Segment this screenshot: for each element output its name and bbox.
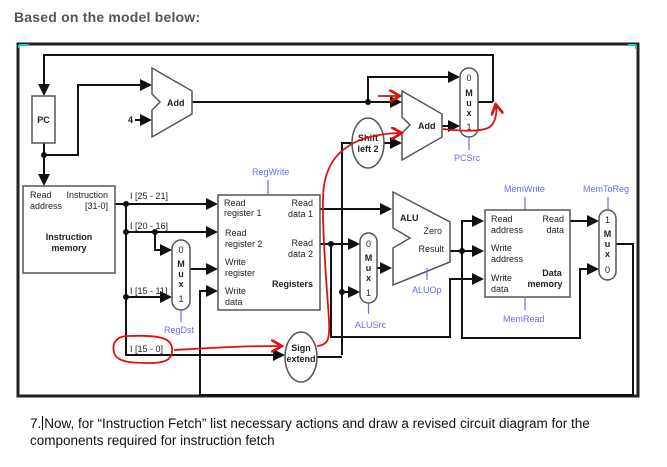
svg-text:Write: Write bbox=[225, 257, 246, 267]
svg-text:data: data bbox=[225, 297, 243, 307]
field-rs: I [25 - 21] bbox=[130, 191, 168, 201]
svg-text:u: u bbox=[466, 98, 472, 108]
svg-text:data: data bbox=[546, 225, 564, 235]
memtoreg-label: MemToReg bbox=[583, 184, 629, 194]
alusrc-mux: 0 M u x 1 ALUSrc bbox=[355, 232, 387, 330]
frame-handle bbox=[628, 44, 637, 49]
data-memory: MemWrite Read address Write address Writ… bbox=[484, 184, 571, 324]
memwrite-label: MemWrite bbox=[504, 184, 545, 194]
branch-adder: Add bbox=[401, 89, 443, 162]
highlight-circle bbox=[112, 334, 173, 364]
svg-text:data 1: data 1 bbox=[288, 209, 313, 219]
svg-text:Sign: Sign bbox=[291, 343, 311, 353]
svg-text:extend: extend bbox=[286, 354, 315, 364]
regwrite-label: RegWrite bbox=[252, 167, 289, 177]
svg-text:1: 1 bbox=[178, 294, 183, 304]
svg-text:register 2: register 2 bbox=[225, 239, 263, 249]
pc-register: PC bbox=[31, 95, 56, 144]
frame-handle bbox=[18, 44, 29, 48]
svg-text:1: 1 bbox=[466, 122, 471, 132]
svg-text:address: address bbox=[30, 201, 63, 211]
svg-text:Instruction: Instruction bbox=[46, 232, 93, 242]
pc-label: PC bbox=[37, 115, 50, 125]
svg-text:memory: memory bbox=[527, 279, 562, 289]
instruction-memory: Read address Instruction [31-0] Instruct… bbox=[22, 185, 116, 274]
svg-text:M: M bbox=[177, 259, 185, 269]
shift-left-2: Shift left 2 bbox=[351, 117, 385, 169]
svg-text:address: address bbox=[491, 225, 524, 235]
memread-label: MemRead bbox=[503, 314, 545, 324]
wires bbox=[38, 54, 634, 396]
red-annotations bbox=[112, 96, 496, 364]
svg-text:u: u bbox=[366, 263, 372, 273]
question-body: Now, for “Instruction Fetch” list necess… bbox=[30, 416, 590, 448]
svg-text:0: 0 bbox=[366, 239, 371, 249]
memtoreg-mux: MemToReg 1 M u x 0 bbox=[583, 184, 629, 281]
sign-extend: Sign extend bbox=[284, 331, 318, 383]
question-number: 7. bbox=[30, 416, 42, 431]
svg-text:Registers: Registers bbox=[272, 279, 313, 289]
svg-text:M: M bbox=[604, 229, 612, 239]
regdst-label: RegDst bbox=[164, 325, 195, 335]
constant-four: 4 bbox=[128, 115, 133, 125]
svg-text:M: M bbox=[465, 88, 473, 98]
svg-text:Read: Read bbox=[291, 238, 313, 248]
svg-text:register 1: register 1 bbox=[224, 208, 262, 218]
field-rt: I [20 - 16] bbox=[130, 221, 168, 231]
svg-text:Data: Data bbox=[542, 268, 563, 278]
pc-adder: Add bbox=[151, 66, 193, 139]
svg-text:1: 1 bbox=[366, 288, 371, 298]
svg-text:x: x bbox=[366, 273, 371, 283]
svg-text:1: 1 bbox=[605, 215, 610, 225]
svg-text:data: data bbox=[491, 284, 509, 294]
heading: Based on the model below: bbox=[14, 9, 201, 25]
svg-text:Read: Read bbox=[291, 198, 313, 208]
svg-text:u: u bbox=[178, 269, 184, 279]
red-arrow-to-adder bbox=[316, 133, 400, 347]
svg-text:x: x bbox=[605, 249, 610, 259]
svg-text:register: register bbox=[225, 268, 255, 278]
svg-text:Read: Read bbox=[30, 190, 52, 200]
pcsrc-mux: 0 M u x 1 PCSrc bbox=[454, 67, 481, 163]
svg-text:Result: Result bbox=[418, 244, 444, 254]
field-rd: I [15 - 11] bbox=[130, 286, 167, 296]
svg-text:x: x bbox=[178, 279, 183, 289]
pcsrc-label: PCSrc bbox=[454, 153, 481, 163]
aluop-label: ALUOp bbox=[412, 285, 442, 295]
svg-text:Write: Write bbox=[491, 243, 512, 253]
add-label: Add bbox=[167, 98, 185, 108]
svg-text:[31-0]: [31-0] bbox=[85, 201, 108, 211]
register-file: RegWrite Read register 1 Read register 2… bbox=[217, 167, 321, 311]
alusrc-label: ALUSrc bbox=[355, 320, 387, 330]
regdst-mux: 0 M u x 1 RegDst bbox=[164, 239, 195, 335]
shift-label: left 2 bbox=[357, 144, 378, 154]
svg-text:0: 0 bbox=[605, 265, 610, 275]
svg-text:x: x bbox=[466, 108, 471, 118]
svg-text:Write: Write bbox=[225, 286, 246, 296]
svg-text:Read: Read bbox=[225, 228, 247, 238]
text-cursor bbox=[42, 416, 44, 430]
add-label: Add bbox=[418, 121, 436, 131]
svg-text:0: 0 bbox=[178, 245, 183, 255]
svg-text:memory: memory bbox=[51, 243, 86, 253]
svg-text:address: address bbox=[491, 254, 524, 264]
alu: ALU Zero Result ALUOp bbox=[392, 190, 451, 295]
svg-text:Write: Write bbox=[491, 273, 512, 283]
svg-text:u: u bbox=[605, 239, 611, 249]
svg-text:ALU: ALU bbox=[400, 213, 419, 223]
svg-text:0: 0 bbox=[466, 73, 471, 83]
red-arrow-to-sign-extend bbox=[173, 346, 280, 350]
svg-text:Instruction: Instruction bbox=[66, 190, 108, 200]
red-arrow-mux-output bbox=[442, 106, 496, 132]
question-text: 7.Now, for “Instruction Fetch” list nece… bbox=[30, 415, 630, 449]
svg-text:Read: Read bbox=[542, 214, 564, 224]
svg-text:Read: Read bbox=[491, 214, 513, 224]
field-imm: I [15 - 0] bbox=[130, 344, 163, 354]
svg-text:data 2: data 2 bbox=[288, 249, 313, 259]
svg-text:M: M bbox=[365, 253, 373, 263]
svg-text:Zero: Zero bbox=[423, 226, 442, 236]
svg-text:Read: Read bbox=[224, 198, 246, 208]
